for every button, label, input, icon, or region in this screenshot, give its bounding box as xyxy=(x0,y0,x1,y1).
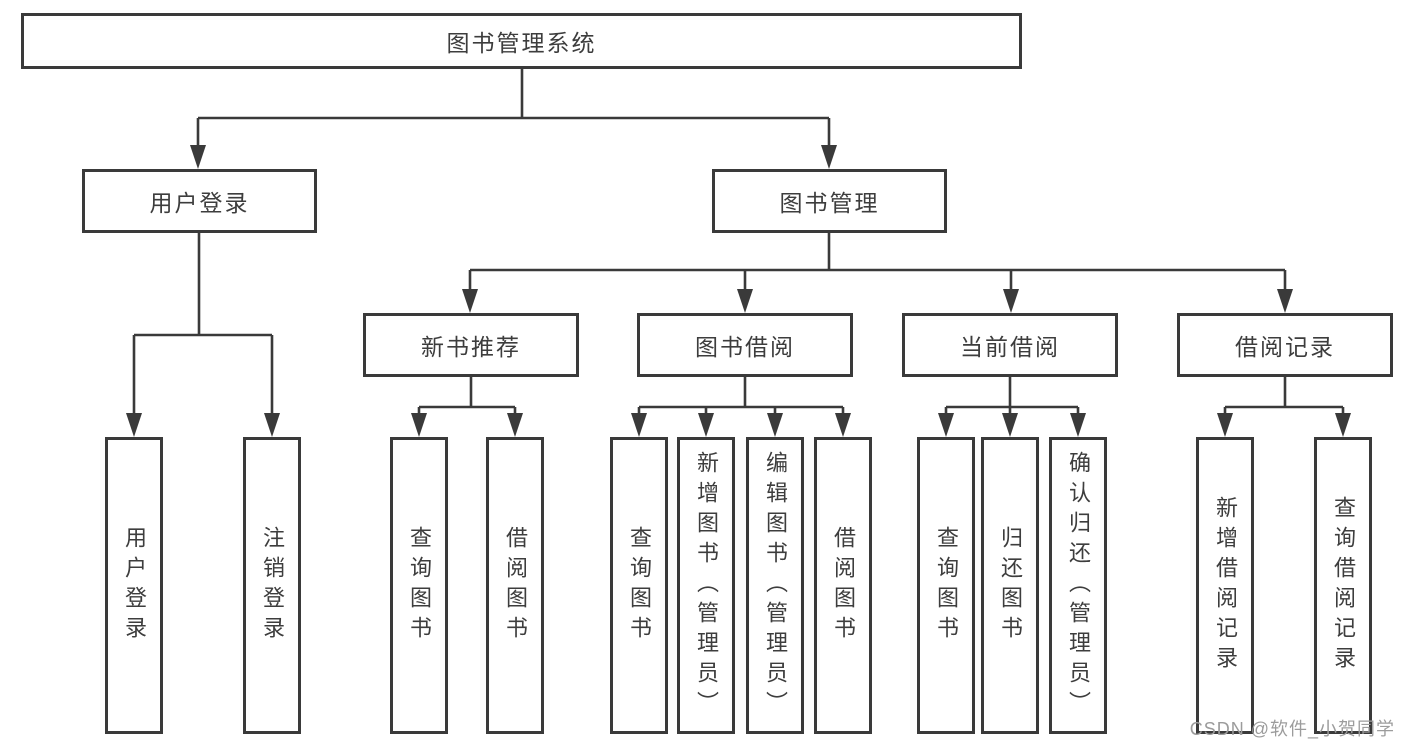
node-label: 新书推荐 xyxy=(421,334,521,360)
node-label: 借阅图书 xyxy=(831,525,856,646)
node-book-management: 图书管理 xyxy=(712,169,947,233)
leaf-logout: 注销登录 xyxy=(243,437,301,734)
node-label: 用户登录 xyxy=(149,190,250,216)
leaf-query-book-current: 查询图书 xyxy=(917,437,975,734)
leaf-borrow-book-recommend: 借阅图书 xyxy=(486,437,544,734)
node-label: 图书管理系统 xyxy=(446,30,597,56)
node-label: 借阅图书 xyxy=(503,525,528,646)
node-label: 查询图书 xyxy=(934,525,959,646)
node-label: 借阅记录 xyxy=(1235,334,1335,360)
leaf-query-book: 查询图书 xyxy=(610,437,668,734)
node-label: 注销登录 xyxy=(260,525,285,646)
node-label: 确认归还（管理员） xyxy=(1066,450,1091,721)
node-user-login-module: 用户登录 xyxy=(82,169,317,233)
leaf-user-login: 用户登录 xyxy=(105,437,163,734)
leaf-add-book-admin: 新增图书（管理员） xyxy=(677,437,735,734)
node-label: 用户登录 xyxy=(122,525,147,646)
node-label: 查询借阅记录 xyxy=(1331,495,1356,676)
node-root-system: 图书管理系统 xyxy=(21,13,1022,69)
leaf-add-borrow-record: 新增借阅记录 xyxy=(1196,437,1254,734)
node-label: 查询图书 xyxy=(627,525,652,646)
node-current-borrow: 当前借阅 xyxy=(902,313,1118,377)
leaf-query-book-recommend: 查询图书 xyxy=(390,437,448,734)
node-label: 归还图书 xyxy=(998,525,1023,646)
leaf-return-book: 归还图书 xyxy=(981,437,1039,734)
node-label: 新增借阅记录 xyxy=(1213,495,1238,676)
leaf-confirm-return-admin: 确认归还（管理员） xyxy=(1049,437,1107,734)
node-label: 编辑图书（管理员） xyxy=(763,450,788,721)
node-label: 图书管理 xyxy=(779,190,880,216)
node-label: 图书借阅 xyxy=(695,334,795,360)
leaf-edit-book-admin: 编辑图书（管理员） xyxy=(746,437,804,734)
leaf-query-borrow-record: 查询借阅记录 xyxy=(1314,437,1372,734)
node-borrow-records: 借阅记录 xyxy=(1177,313,1393,377)
leaf-borrow-book: 借阅图书 xyxy=(814,437,872,734)
node-label: 当前借阅 xyxy=(960,334,1060,360)
csdn-watermark: CSDN @软件_小贺同学 xyxy=(1189,719,1395,739)
node-new-book-recommend: 新书推荐 xyxy=(363,313,579,377)
node-label: 查询图书 xyxy=(407,525,432,646)
node-book-borrow: 图书借阅 xyxy=(637,313,853,377)
node-label: 新增图书（管理员） xyxy=(694,450,719,721)
